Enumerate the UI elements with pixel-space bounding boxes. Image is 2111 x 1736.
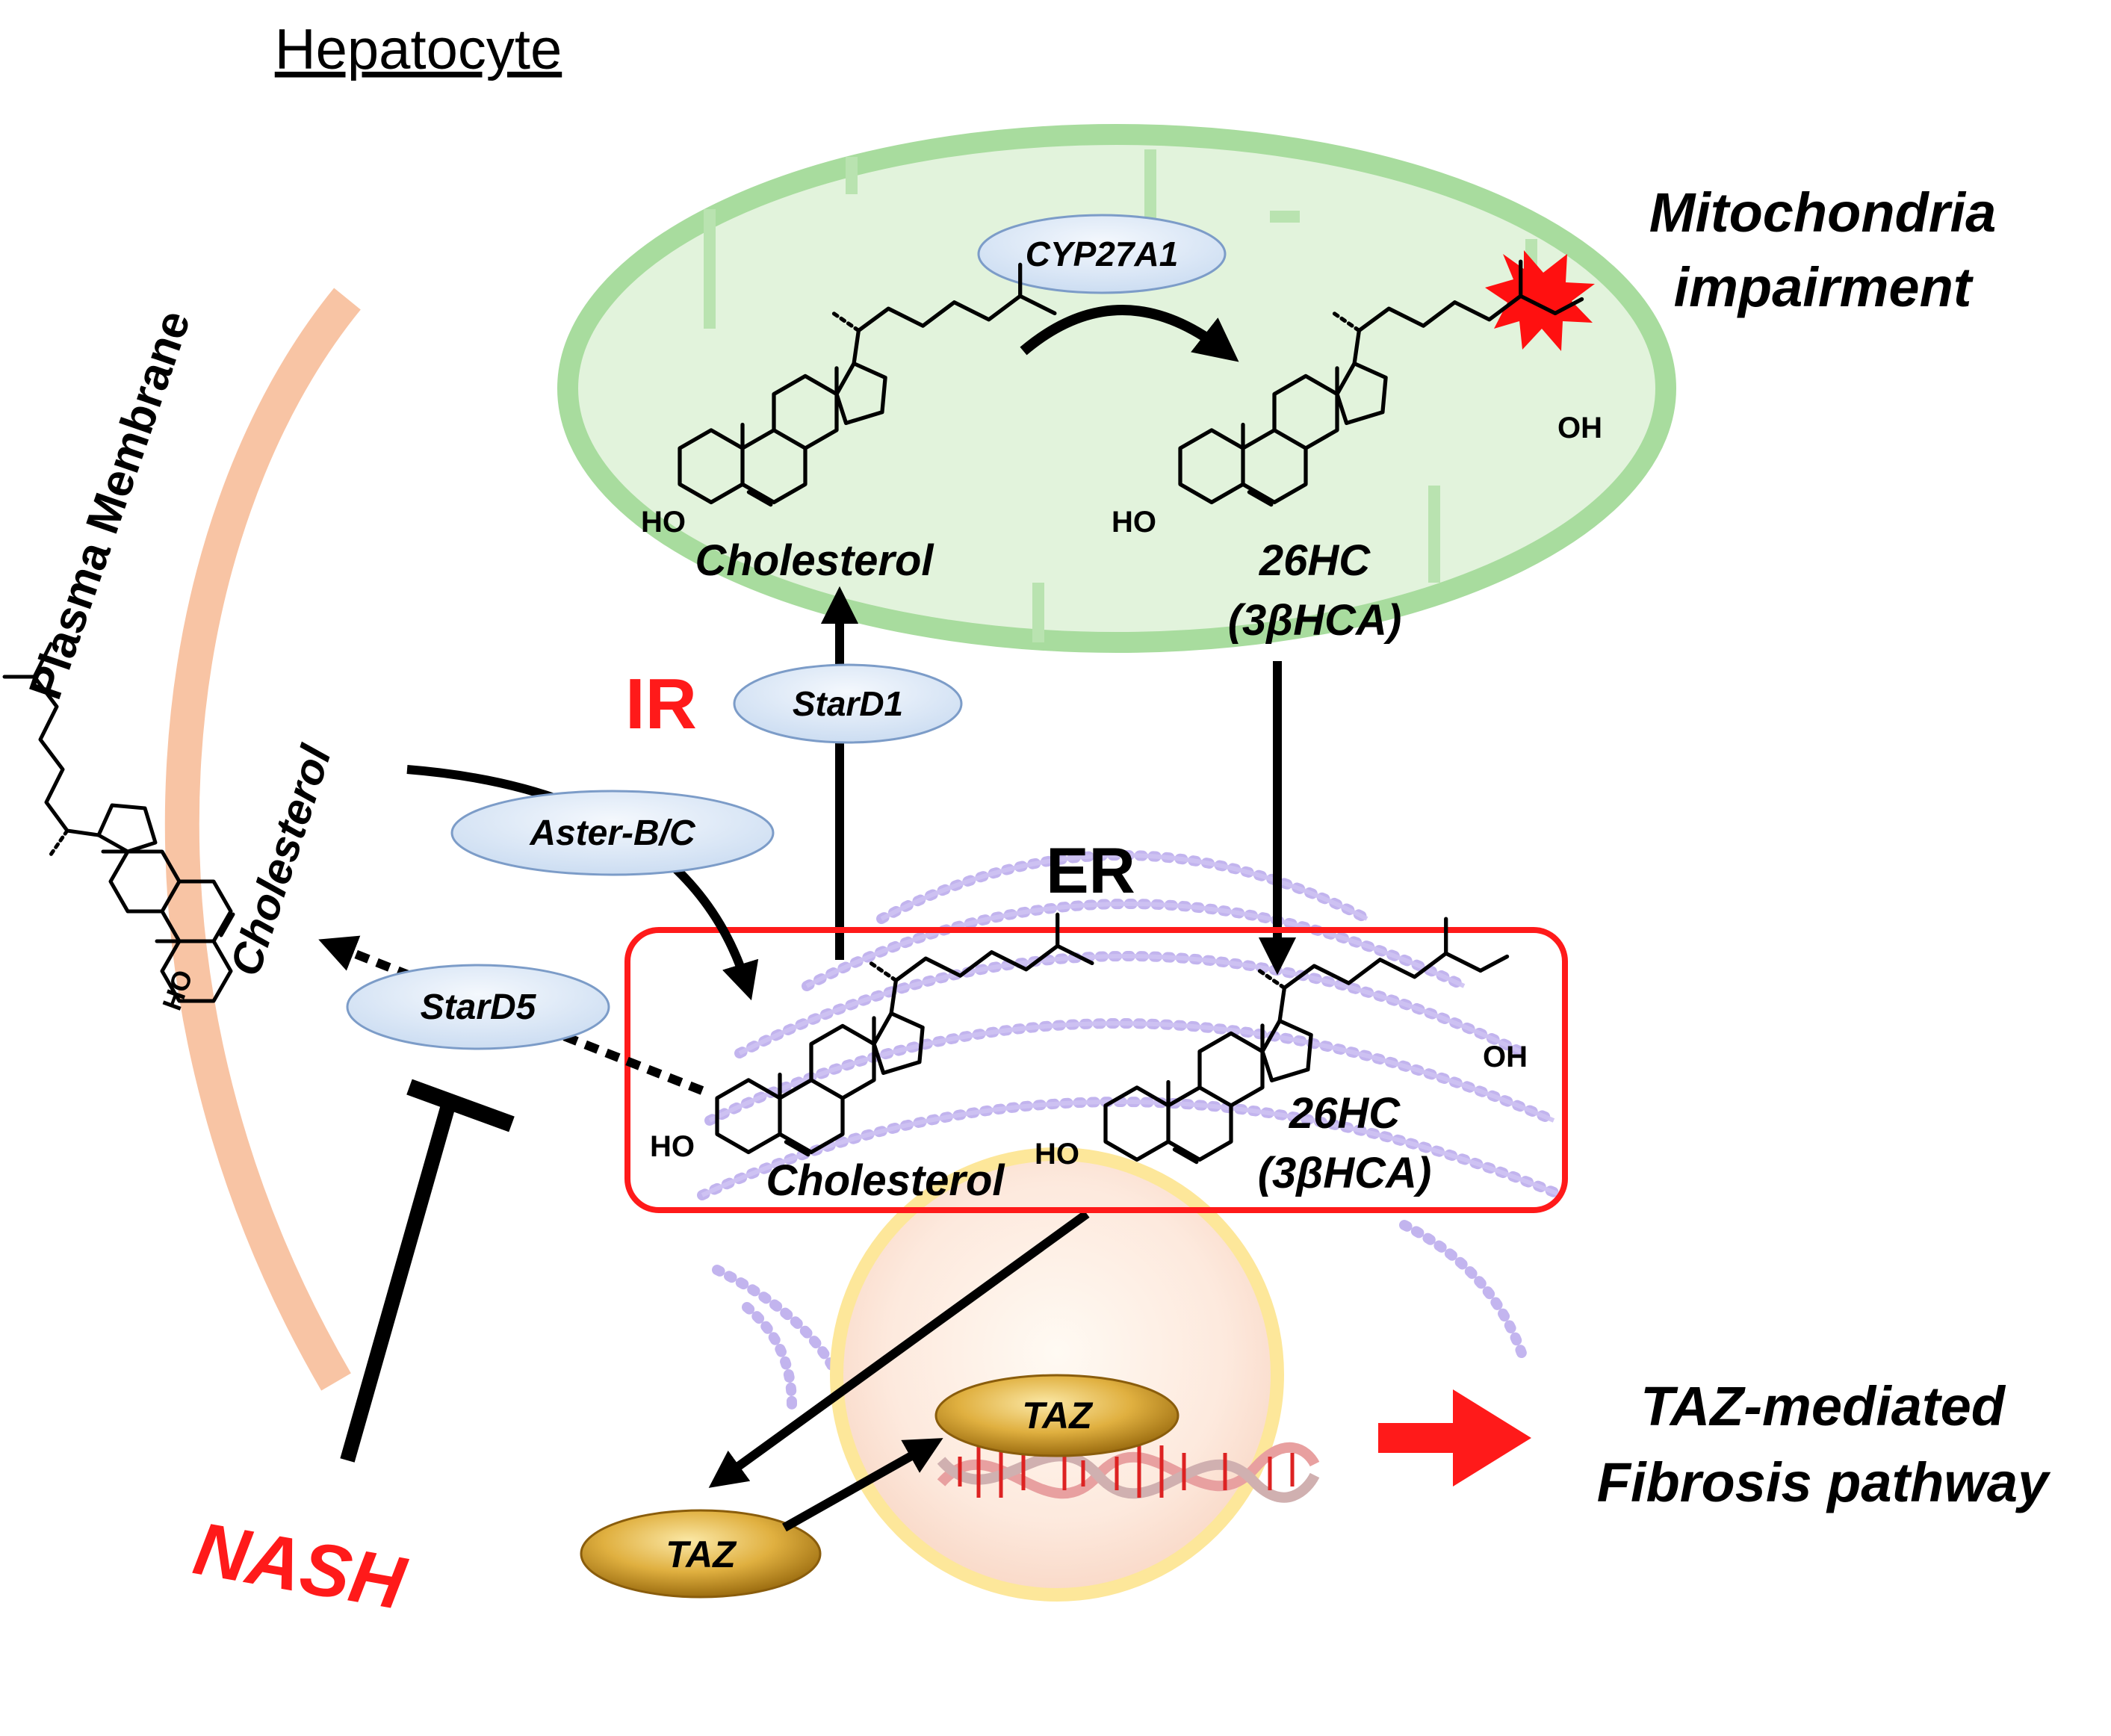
taz-nuclear-entry-arrow <box>782 1438 943 1532</box>
mito-26hc-label-line2: (3βHCA) <box>1228 596 1402 645</box>
er-reticulum-inner <box>701 853 1563 1197</box>
er-to-taz-arrow <box>708 1210 1090 1488</box>
mitochondria-label-line1: Mitochondria <box>1649 182 1997 244</box>
stard1-label: StarD1 <box>793 684 903 723</box>
er-26hc-label-line1: 26HC <box>1289 1089 1401 1138</box>
nash-inhibition-line <box>340 1103 456 1463</box>
mito-cholesterol-label: Cholesterol <box>695 536 934 585</box>
mito-26hc-ho: HO <box>1112 506 1156 539</box>
er-cholesterol-structure <box>717 912 1092 1154</box>
outcome-arrow <box>1378 1389 1531 1487</box>
aster-oval <box>450 790 775 876</box>
er-26hc-oh: OH <box>1483 1041 1528 1073</box>
er-box <box>624 927 1568 1213</box>
cyp27a1-label: CYP27A1 <box>1026 235 1179 273</box>
nash-label: NASH <box>188 1507 412 1626</box>
er-26hc-structure <box>1106 917 1510 1162</box>
mito-26hc-structure <box>1180 259 1584 504</box>
membrane-cholesterol-label: Cholesterol <box>221 739 341 982</box>
stard1-oval <box>733 663 963 744</box>
plasma-membrane <box>164 288 361 1391</box>
taz-nuclear-oval <box>934 1374 1180 1457</box>
taz-cytoplasmic-label: TAZ <box>666 1534 737 1575</box>
stard5-label: StarD5 <box>421 988 537 1027</box>
outcome-line1: TAZ-mediated <box>1640 1375 2006 1437</box>
cyp27a1-oval <box>977 214 1227 294</box>
mito-cholesterol-ho: HO <box>641 506 686 539</box>
ir-label: IR <box>625 664 697 744</box>
plasma-membrane-label: Plasma Membrane <box>19 304 201 705</box>
mitochondrion <box>557 124 1676 653</box>
nash-inhibition-bar <box>406 1079 515 1132</box>
aster-label: Aster-B/C <box>529 813 696 853</box>
mitochondria-label-line2: impairment <box>1674 256 1974 318</box>
er-cholesterol-ho: HO <box>650 1130 695 1163</box>
mito-26hc-label-line1: 26HC <box>1259 536 1371 585</box>
er-label: ER <box>1046 835 1135 907</box>
er-26hc-ho: HO <box>1035 1138 1079 1171</box>
title: Hepatocyte <box>275 18 562 81</box>
membrane-cholesterol-structure <box>2 644 233 1001</box>
impairment-starburst-icon <box>1485 250 1595 351</box>
er-cholesterol-label: Cholesterol <box>766 1156 1005 1205</box>
outcome-line2: Fibrosis pathway <box>1597 1451 2051 1513</box>
mito-26hc-oh: OH <box>1557 412 1602 444</box>
cyp27a1-conversion-arrow <box>1020 305 1239 362</box>
mito-cholesterol-structure <box>680 262 1055 504</box>
taz-nuclear-label: TAZ <box>1022 1395 1094 1436</box>
stard5-oval <box>346 964 610 1050</box>
taz-cytoplasmic-oval <box>580 1509 822 1599</box>
dna-helix-icon <box>937 1442 1320 1503</box>
er-26hc-label-line2: (3βHCA) <box>1258 1149 1432 1197</box>
